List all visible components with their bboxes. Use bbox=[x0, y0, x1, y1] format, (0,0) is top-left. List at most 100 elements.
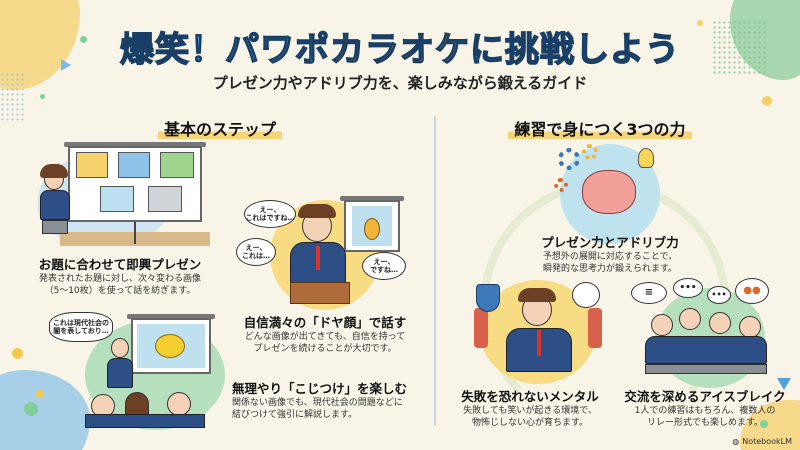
cat-image-icon bbox=[76, 152, 108, 178]
decorative-dot bbox=[40, 94, 45, 99]
shield-check-icon bbox=[476, 284, 500, 312]
section-divider bbox=[434, 116, 436, 426]
pineapple-image-icon bbox=[352, 206, 392, 246]
duck-image bbox=[137, 324, 205, 368]
step-1-caption: お題に合わせて即興プレゼン 発表されたお題に対し、次々変わる画像 （5〜10枚）… bbox=[20, 254, 220, 297]
student-head bbox=[709, 312, 731, 334]
title-part-1: 爆笑！パワポ bbox=[119, 29, 330, 71]
right-section-heading: 練習で身につく3つの力 bbox=[480, 116, 720, 140]
screen-bar bbox=[127, 314, 215, 319]
gear-icon bbox=[582, 144, 598, 160]
speech-bubble: えー、 ですね… bbox=[362, 252, 406, 280]
decorative-dot bbox=[80, 36, 87, 43]
decorative-dot bbox=[697, 20, 703, 26]
speech-bubble: えー、 これは… bbox=[236, 238, 276, 266]
page-subtitle: プレゼン力やアドリブ力を、楽しみながら鍛えるガイド bbox=[212, 74, 588, 92]
audience-bodies bbox=[85, 414, 205, 428]
student-head bbox=[679, 308, 701, 330]
right-section-heading-text: 練習で身につく3つの力 bbox=[508, 120, 692, 139]
step-2-title: 自信満々の「ドヤ顔」で話す bbox=[243, 315, 407, 330]
mountain-image-icon bbox=[100, 186, 134, 212]
audience-head bbox=[167, 392, 191, 416]
decorative-dot bbox=[36, 390, 44, 398]
step-2-caption: 自信満々の「ドヤ顔」で話す どんな画像が出てきても、自信を持って プレゼンを続け… bbox=[225, 312, 425, 355]
skill-1-desc-line-2: 瞬発的な思考力が鍛えられます。 bbox=[542, 264, 678, 275]
rubber-duck-icon bbox=[155, 334, 185, 358]
skill-3-title: 交流を深めるアイスブレイク bbox=[624, 389, 786, 404]
red-tie bbox=[316, 246, 320, 270]
decorative-triangle bbox=[61, 59, 71, 71]
decorative-dots bbox=[712, 20, 767, 75]
skill-2-desc-line-1: 失敗しても笑いが起きる環境で、 bbox=[463, 406, 597, 416]
skill-2-desc-line-2: 物怖じしない心が育ちます。 bbox=[471, 418, 589, 429]
skill-3-desc-line-1: 1人での練習はもちろん、複数人の bbox=[634, 406, 776, 416]
decorative-dot bbox=[12, 348, 23, 359]
pineapple-icon bbox=[364, 218, 380, 240]
speech-bubble: えー、 これはですね… bbox=[244, 200, 296, 228]
lightbulb-icon bbox=[638, 148, 654, 168]
skill-1-caption: プレゼン力とアドリブ力 予想外の展開に対応することで、 瞬発的な思考力が鍛えられ… bbox=[510, 232, 710, 275]
students-suits bbox=[645, 336, 767, 364]
screen-bar bbox=[340, 196, 404, 201]
step-3-title: 無理やり「こじつけ」を楽しむ bbox=[232, 381, 408, 396]
brain-character-icon bbox=[582, 170, 636, 214]
skill-2-caption: 失敗を恐れないメンタル 失敗しても笑いが起きる環境で、 物怖じしない心が育ちます… bbox=[440, 386, 620, 429]
step-1-illustration bbox=[30, 142, 210, 252]
title-part-2: カラオケ bbox=[329, 29, 470, 71]
presenter-boy-hair bbox=[298, 204, 336, 218]
left-section-heading: 基本のステップ bbox=[120, 116, 320, 140]
step-1-title: お題に合わせて即興プレゼン bbox=[38, 257, 202, 272]
curtain-right bbox=[588, 308, 602, 348]
gears-image-icon bbox=[148, 186, 182, 212]
podium bbox=[290, 282, 350, 304]
speech-bubble: これは現代社会の 闇を表しており… bbox=[49, 312, 113, 342]
students-skirts bbox=[645, 364, 767, 374]
step-3-desc-line-1: 関係ない画像でも、現代社会の問題などに bbox=[232, 398, 403, 408]
step-2-desc-line-1: どんな画像が出てきても、自信を持って bbox=[244, 332, 406, 342]
gear-icon bbox=[558, 148, 580, 170]
presenter-girl-skirt bbox=[42, 220, 68, 234]
student-head bbox=[739, 316, 761, 338]
decorative-dots bbox=[0, 72, 26, 122]
student-hair bbox=[518, 288, 556, 302]
step-3-caption: 無理やり「こじつけ」を楽しむ 関係ない画像でも、現代社会の問題などに 結びつけて… bbox=[232, 378, 422, 421]
skill-1-illustration bbox=[540, 140, 680, 244]
skill-3-desc-line-2: リレー形式でも楽しめます。 bbox=[646, 418, 764, 429]
decorative-dot bbox=[24, 402, 38, 416]
screen-bar bbox=[64, 142, 206, 147]
decorative-triangle bbox=[777, 378, 791, 390]
group-icon: ●● bbox=[735, 278, 769, 304]
skill-2-title: 失敗を恐れないメンタル bbox=[461, 389, 599, 404]
step-3-illustration: これは現代社会の 闇を表しており… bbox=[49, 308, 225, 430]
notebooklm-label: NotebookLM bbox=[742, 437, 792, 446]
skill-1-title: プレゼン力とアドリブ力 bbox=[541, 235, 679, 250]
thumbs-up-icon bbox=[572, 282, 600, 308]
skill-1-desc-line-1: 予想外の展開に対応することで、 bbox=[542, 252, 678, 262]
skill-3-illustration: ≡ ••• ••• ●● bbox=[625, 278, 785, 388]
left-section-heading-text: 基本のステップ bbox=[157, 120, 282, 139]
presenter-head bbox=[111, 338, 129, 358]
step-2-desc-line-2: プレゼンを続けることが大切です。 bbox=[253, 344, 397, 355]
decorative-dot bbox=[760, 420, 768, 428]
step-1-desc-line-1: 発表されたお題に対し、次々変わる画像 bbox=[38, 274, 201, 284]
title-part-3: に挑戦しよう bbox=[469, 29, 680, 71]
decorative-dot bbox=[762, 96, 772, 106]
curry-image-icon bbox=[160, 152, 194, 178]
page-title: 爆笑！パワポカラオケに挑戦しよう bbox=[0, 22, 800, 71]
curtain-left bbox=[474, 308, 488, 348]
notebooklm-badge: ◍ NotebookLM bbox=[732, 437, 792, 446]
notebooklm-logo-icon: ◍ bbox=[732, 437, 740, 446]
chat-bubble-icon: ≡ bbox=[631, 282, 667, 304]
skill-2-illustration bbox=[460, 280, 610, 384]
step-2-illustration: えー、 これはですね… えー、 これは… えー、 ですね… bbox=[236, 190, 410, 310]
chat-bubble-icon: ••• bbox=[707, 286, 731, 304]
student-head bbox=[651, 314, 673, 336]
skill-3-caption: 交流を深めるアイスブレイク 1人での練習はもちろん、複数人の リレー形式でも楽し… bbox=[615, 386, 795, 429]
red-tie bbox=[537, 330, 541, 356]
rocket-image-icon bbox=[118, 152, 150, 178]
chat-bubble-icon: ••• bbox=[673, 278, 703, 298]
presenter-girl-hair bbox=[40, 164, 68, 178]
step-3-desc-line-2: 結びつけて強引に解説します。 bbox=[232, 410, 358, 421]
gear-icon bbox=[554, 178, 568, 192]
presenter-suit bbox=[107, 358, 133, 388]
